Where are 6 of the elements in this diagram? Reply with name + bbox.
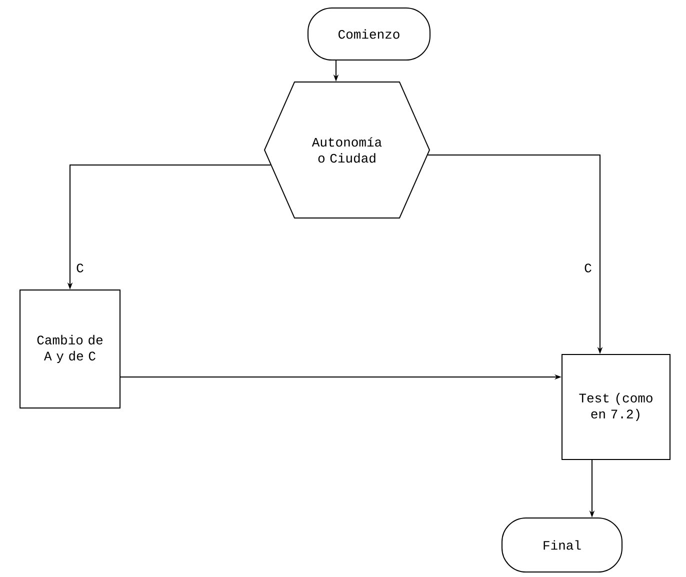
edge-label: C bbox=[74, 262, 86, 274]
terminal-box: Comienzo bbox=[308, 8, 430, 60]
edge-label: C bbox=[582, 262, 594, 274]
terminal-box: Final bbox=[502, 518, 622, 572]
process-box: Cambio de A y de C bbox=[20, 290, 120, 408]
process-box: Test (como en 7.2) bbox=[562, 354, 670, 460]
